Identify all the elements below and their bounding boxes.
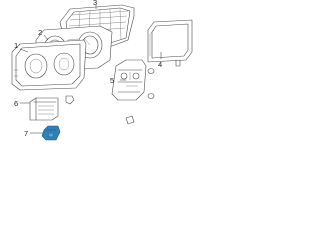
cluster-housing-part xyxy=(11,39,87,91)
parts-diagram: 1 2 3 4 5 6 7 xyxy=(11,0,193,141)
control-panel-part xyxy=(111,59,155,101)
leader-line-1 xyxy=(19,48,29,53)
display-screen-part xyxy=(147,19,193,67)
callout-6: 6 xyxy=(14,99,18,108)
callout-1: 1 xyxy=(14,41,18,50)
callout-7: 7 xyxy=(24,129,28,138)
callout-2: 2 xyxy=(38,28,42,37)
callout-5: 5 xyxy=(110,76,114,85)
switch-part xyxy=(41,115,135,141)
callout-4: 4 xyxy=(158,60,162,69)
leader-line-2 xyxy=(43,34,49,41)
callout-3: 3 xyxy=(93,0,97,7)
module-part xyxy=(29,95,75,121)
